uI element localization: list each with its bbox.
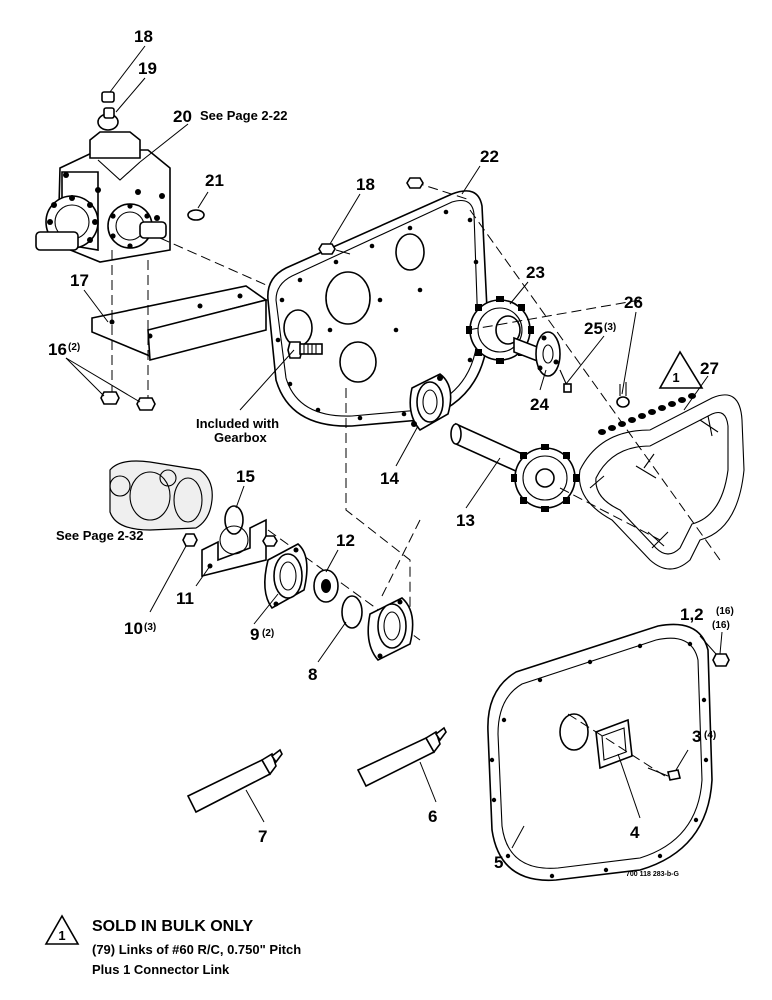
callout-18-top: 18 — [134, 27, 153, 46]
note-included-with: Included with — [196, 416, 279, 431]
callout-9: 9 — [250, 625, 259, 644]
legend-line-1: (79) Links of #60 R/C, 0.750" Pitch — [92, 942, 302, 957]
callout-3-qty: (4) — [704, 730, 716, 741]
hub-bolts — [559, 369, 572, 393]
callout-4: 4 — [630, 823, 640, 842]
bulk-only-marker: 1 — [658, 350, 704, 389]
svg-text:1: 1 — [58, 928, 65, 943]
flange-nut — [262, 535, 278, 547]
callout-7: 7 — [258, 827, 267, 846]
callout-20: 20 — [173, 107, 192, 126]
callout-16: 16 — [48, 340, 67, 359]
callout-21: 21 — [205, 171, 224, 190]
cover-bolts — [647, 767, 681, 781]
drawing-number: 700 118 283-b-G — [626, 871, 679, 878]
bearing-support — [201, 518, 267, 578]
cover-washer-nut — [699, 631, 730, 667]
note-see-page-2-22: See Page 2-22 — [200, 108, 287, 123]
callout-25: 25 — [584, 319, 603, 338]
callout-15: 15 — [236, 467, 255, 486]
callout-labels: 18 19 20 See Page 2-22 21 17 16 (2) 18 2… — [48, 27, 734, 878]
flange-bearing-right — [367, 597, 414, 661]
gearbox-bolt — [287, 341, 323, 359]
callout-25-qty: (3) — [604, 322, 616, 333]
note-gearbox: Gearbox — [214, 430, 268, 445]
callout-18-plate: 18 — [356, 175, 375, 194]
callout-8: 8 — [308, 665, 317, 684]
note-see-page-2-32: See Page 2-32 — [56, 528, 143, 543]
legend-line-2: Plus 1 Connector Link — [92, 962, 230, 977]
callout-9-qty: (2) — [262, 628, 274, 639]
leader-lines — [65, 45, 709, 849]
callout-13: 13 — [456, 511, 475, 530]
callout-1-2: 1,2 — [680, 605, 704, 624]
legend-triangle: 1 — [44, 914, 80, 945]
callout-17: 17 — [70, 271, 89, 290]
callout-24: 24 — [530, 395, 549, 414]
callout-10-qty: (3) — [144, 622, 156, 633]
svg-text:1: 1 — [672, 370, 679, 385]
drive-shaft-sprocket — [450, 422, 579, 512]
callout-6: 6 — [428, 807, 437, 826]
callout-1-2-qty-b: (16) — [712, 620, 730, 631]
mounting-bracket — [91, 237, 301, 400]
callout-26: 26 — [624, 293, 643, 312]
gearbox-assembly — [35, 131, 171, 263]
connector-link — [616, 382, 630, 408]
callout-1-2-qty-a: (16) — [716, 606, 734, 617]
callout-14: 14 — [380, 469, 399, 488]
callout-12: 12 — [336, 531, 355, 550]
callout-10: 10 — [124, 619, 143, 638]
callout-16-qty: (2) — [68, 342, 80, 353]
bearing-flange — [409, 373, 452, 432]
bearing-seal — [341, 595, 363, 629]
bearing-insert — [313, 569, 339, 603]
sealant-tube-6 — [356, 726, 447, 788]
legend-title: SOLD IN BULK ONLY — [92, 918, 254, 935]
bracket-bolts — [100, 391, 156, 411]
plate-bolt-top — [406, 177, 424, 189]
callout-19: 19 — [138, 59, 157, 78]
sprocket-hub — [513, 331, 561, 377]
plate-bolt-18 — [318, 243, 336, 255]
callout-22: 22 — [480, 147, 499, 166]
roller-chain — [578, 393, 745, 570]
callout-5: 5 — [494, 853, 503, 872]
retaining-ring — [224, 505, 244, 535]
key-part — [187, 209, 205, 221]
plug-and-elbow — [97, 91, 119, 131]
flange-bearing-left — [264, 543, 308, 610]
callout-3: 3 — [692, 727, 701, 746]
bulk-legend: 1 SOLD IN BULK ONLY (79) Links of #60 R/… — [44, 912, 444, 992]
support-nut — [182, 533, 198, 547]
callout-23: 23 — [526, 263, 545, 282]
sealant-tube-7 — [186, 748, 283, 814]
callout-11: 11 — [176, 589, 194, 608]
callout-27: 27 — [700, 359, 719, 378]
driveline-coupler-ghost — [109, 460, 213, 531]
drive-back-plate — [267, 190, 489, 427]
